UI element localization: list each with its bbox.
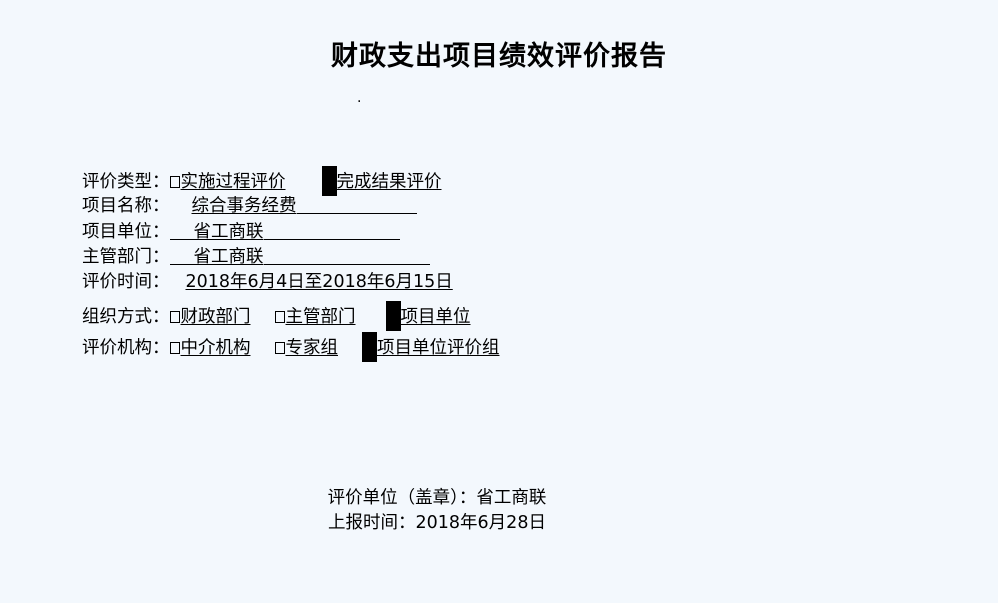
supervisor-label: 主管部门：	[82, 247, 170, 267]
org-method-option-finance-label: 财政部门	[180, 307, 251, 327]
report-title: 财政支出项目绩效评价报告	[331, 41, 667, 72]
org-method-option-supervisor[interactable]: 主管部门	[274, 307, 356, 327]
eval-agency-row: 评价机构： 中介机构 专家组 项目单位评价组	[82, 332, 500, 362]
eval-agency-option-unit-group[interactable]: 项目单位评价组	[377, 338, 500, 358]
org-method-label: 组织方式：	[82, 307, 170, 327]
supervisor-underline-left	[169, 246, 194, 265]
org-method-row: 组织方式： 财政部门 主管部门 项目单位	[82, 301, 471, 331]
eval-time-label: 评价时间：	[82, 272, 170, 292]
org-method-option-supervisor-label: 主管部门	[285, 307, 356, 327]
eval-time-value: 2018年6月4日至2018年6月15日	[185, 272, 453, 292]
eval-type-option-process[interactable]: 实施过程评价	[169, 172, 286, 192]
eval-agency-option-intermediary[interactable]: 中介机构	[169, 338, 251, 358]
project-name-underline	[296, 195, 417, 214]
supervisor-underline-right	[263, 246, 430, 265]
org-method-option-finance[interactable]: 财政部门	[169, 307, 251, 327]
checkbox-empty-icon	[274, 311, 285, 323]
org-method-option-unit[interactable]: 项目单位	[400, 307, 471, 327]
checkbox-checked-icon	[362, 332, 377, 362]
supervisor-row: 主管部门： 省工商联	[82, 246, 430, 268]
footer-eval-unit: 评价单位（盖章）：省工商联	[327, 488, 547, 508]
project-name-label: 项目名称：	[82, 196, 170, 216]
project-unit-row: 项目单位： 省工商联	[82, 221, 400, 243]
checkbox-empty-icon	[169, 176, 180, 188]
eval-type-label: 评价类型：	[82, 172, 170, 192]
eval-agency-option-experts-label: 专家组	[285, 338, 339, 358]
eval-agency-option-experts[interactable]: 专家组	[274, 338, 339, 358]
eval-type-option-process-label: 实施过程评价	[180, 172, 286, 192]
checkbox-checked-icon	[321, 166, 337, 196]
dot-mark: ·	[357, 94, 362, 110]
project-unit-underline-right	[263, 221, 400, 240]
checkbox-checked-icon	[385, 301, 401, 331]
footer-report-date: 上报时间：2018年6月28日	[328, 513, 546, 533]
project-name-row: 项目名称： 综合事务经费	[82, 195, 417, 217]
project-unit-underline-left	[169, 221, 194, 240]
checkbox-empty-icon	[169, 311, 180, 323]
eval-agency-label: 评价机构：	[82, 338, 170, 358]
eval-type-option-result[interactable]: 完成结果评价	[336, 172, 442, 192]
eval-agency-option-intermediary-label: 中介机构	[180, 338, 251, 358]
checkbox-empty-icon	[169, 342, 180, 354]
eval-type-row: 评价类型： 实施过程评价 完成结果评价	[82, 166, 442, 196]
eval-time-row: 评价时间： 2018年6月4日至2018年6月15日	[82, 271, 453, 293]
project-unit-label: 项目单位：	[82, 222, 170, 242]
checkbox-empty-icon	[274, 342, 285, 354]
supervisor-value: 省工商联	[193, 247, 264, 267]
project-unit-value: 省工商联	[193, 222, 264, 242]
project-name-value: 综合事务经费	[191, 196, 297, 216]
